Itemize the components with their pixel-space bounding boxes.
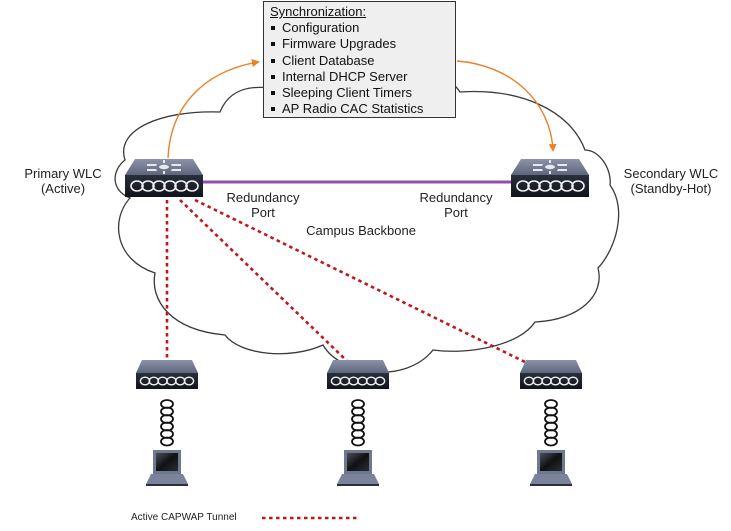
redundancy-port-left-label: Redundancy Port (218, 190, 308, 220)
sync-item: Internal DHCP Server (270, 69, 455, 85)
secondary-wlc-state: (Standby-Hot) (630, 181, 712, 196)
port-chain-icon (516, 180, 585, 192)
port-chain-icon (139, 376, 195, 386)
redundancy-port-right-line2: Port (444, 205, 468, 220)
access-point-ap-left[interactable] (136, 360, 198, 389)
sync-item-label: Configuration (282, 20, 360, 36)
bullet-icon (271, 26, 275, 31)
laptop-icon[interactable] (530, 450, 572, 486)
secondary-wlc-device[interactable] (511, 159, 589, 197)
bullet-icon (271, 74, 275, 79)
switch-arrows-icon (147, 160, 181, 174)
sync-item-label: Sleeping Client Timers (282, 85, 413, 101)
sync-item: Client Database (270, 53, 455, 69)
synchronization-box: Synchronization: Configuration Firmware … (263, 1, 456, 118)
primary-wlc-label: Primary WLC (Active) (8, 166, 118, 196)
port-chain-icon (130, 180, 199, 192)
redundancy-port-right-line1: Redundancy (419, 190, 493, 205)
laptop-icon[interactable] (146, 450, 188, 486)
bullet-icon (271, 58, 275, 63)
sync-item-label: Firmware Upgrades (282, 36, 397, 52)
sync-item: Sleeping Client Timers (270, 85, 455, 101)
sync-item-label: Client Database (282, 52, 375, 68)
sync-items-list: Configuration Firmware Upgrades Client D… (270, 20, 455, 117)
redundancy-port-left-line1: Redundancy (226, 190, 300, 205)
campus-backbone-label: Campus Backbone (306, 223, 416, 238)
secondary-wlc-name: Secondary WLC (623, 166, 719, 181)
laptop-icon[interactable] (337, 450, 379, 486)
bullet-icon (271, 107, 275, 112)
sync-item-label: AP Radio CAC Statistics (282, 101, 424, 117)
capwap-tunnel-ap-right (194, 198, 528, 365)
access-point-ap-center[interactable] (327, 360, 389, 389)
redundancy-port-right-label: Redundancy Port (411, 190, 501, 220)
sync-arrow-to-box (167, 59, 260, 159)
switch-arrows-icon (533, 160, 567, 174)
sync-box-title: Synchronization: (270, 4, 367, 19)
secondary-wlc-label: Secondary WLC (Standby-Hot) (615, 166, 727, 196)
bullet-icon (271, 42, 275, 47)
primary-wlc-device[interactable] (125, 159, 203, 197)
access-point-ap-right[interactable] (520, 360, 582, 389)
redundancy-port-left-line2: Port (251, 205, 275, 220)
bullet-icon (271, 91, 275, 96)
sync-item: AP Radio CAC Statistics (270, 101, 455, 117)
wireless-link-icon (351, 399, 365, 447)
primary-wlc-state: (Active) (40, 181, 86, 196)
sync-item: Configuration (270, 20, 455, 36)
sync-item: Firmware Upgrades (270, 36, 455, 52)
sync-arrow-to-secondary (456, 60, 557, 152)
port-chain-icon (523, 376, 579, 386)
primary-wlc-name: Primary WLC (24, 166, 102, 181)
legend-tunnel-label: Active CAPWAP Tunnel (131, 512, 237, 523)
sync-item-label: Internal DHCP Server (282, 68, 408, 84)
port-chain-icon (330, 376, 386, 386)
wireless-link-icon (160, 399, 174, 447)
wireless-link-icon (544, 399, 558, 447)
